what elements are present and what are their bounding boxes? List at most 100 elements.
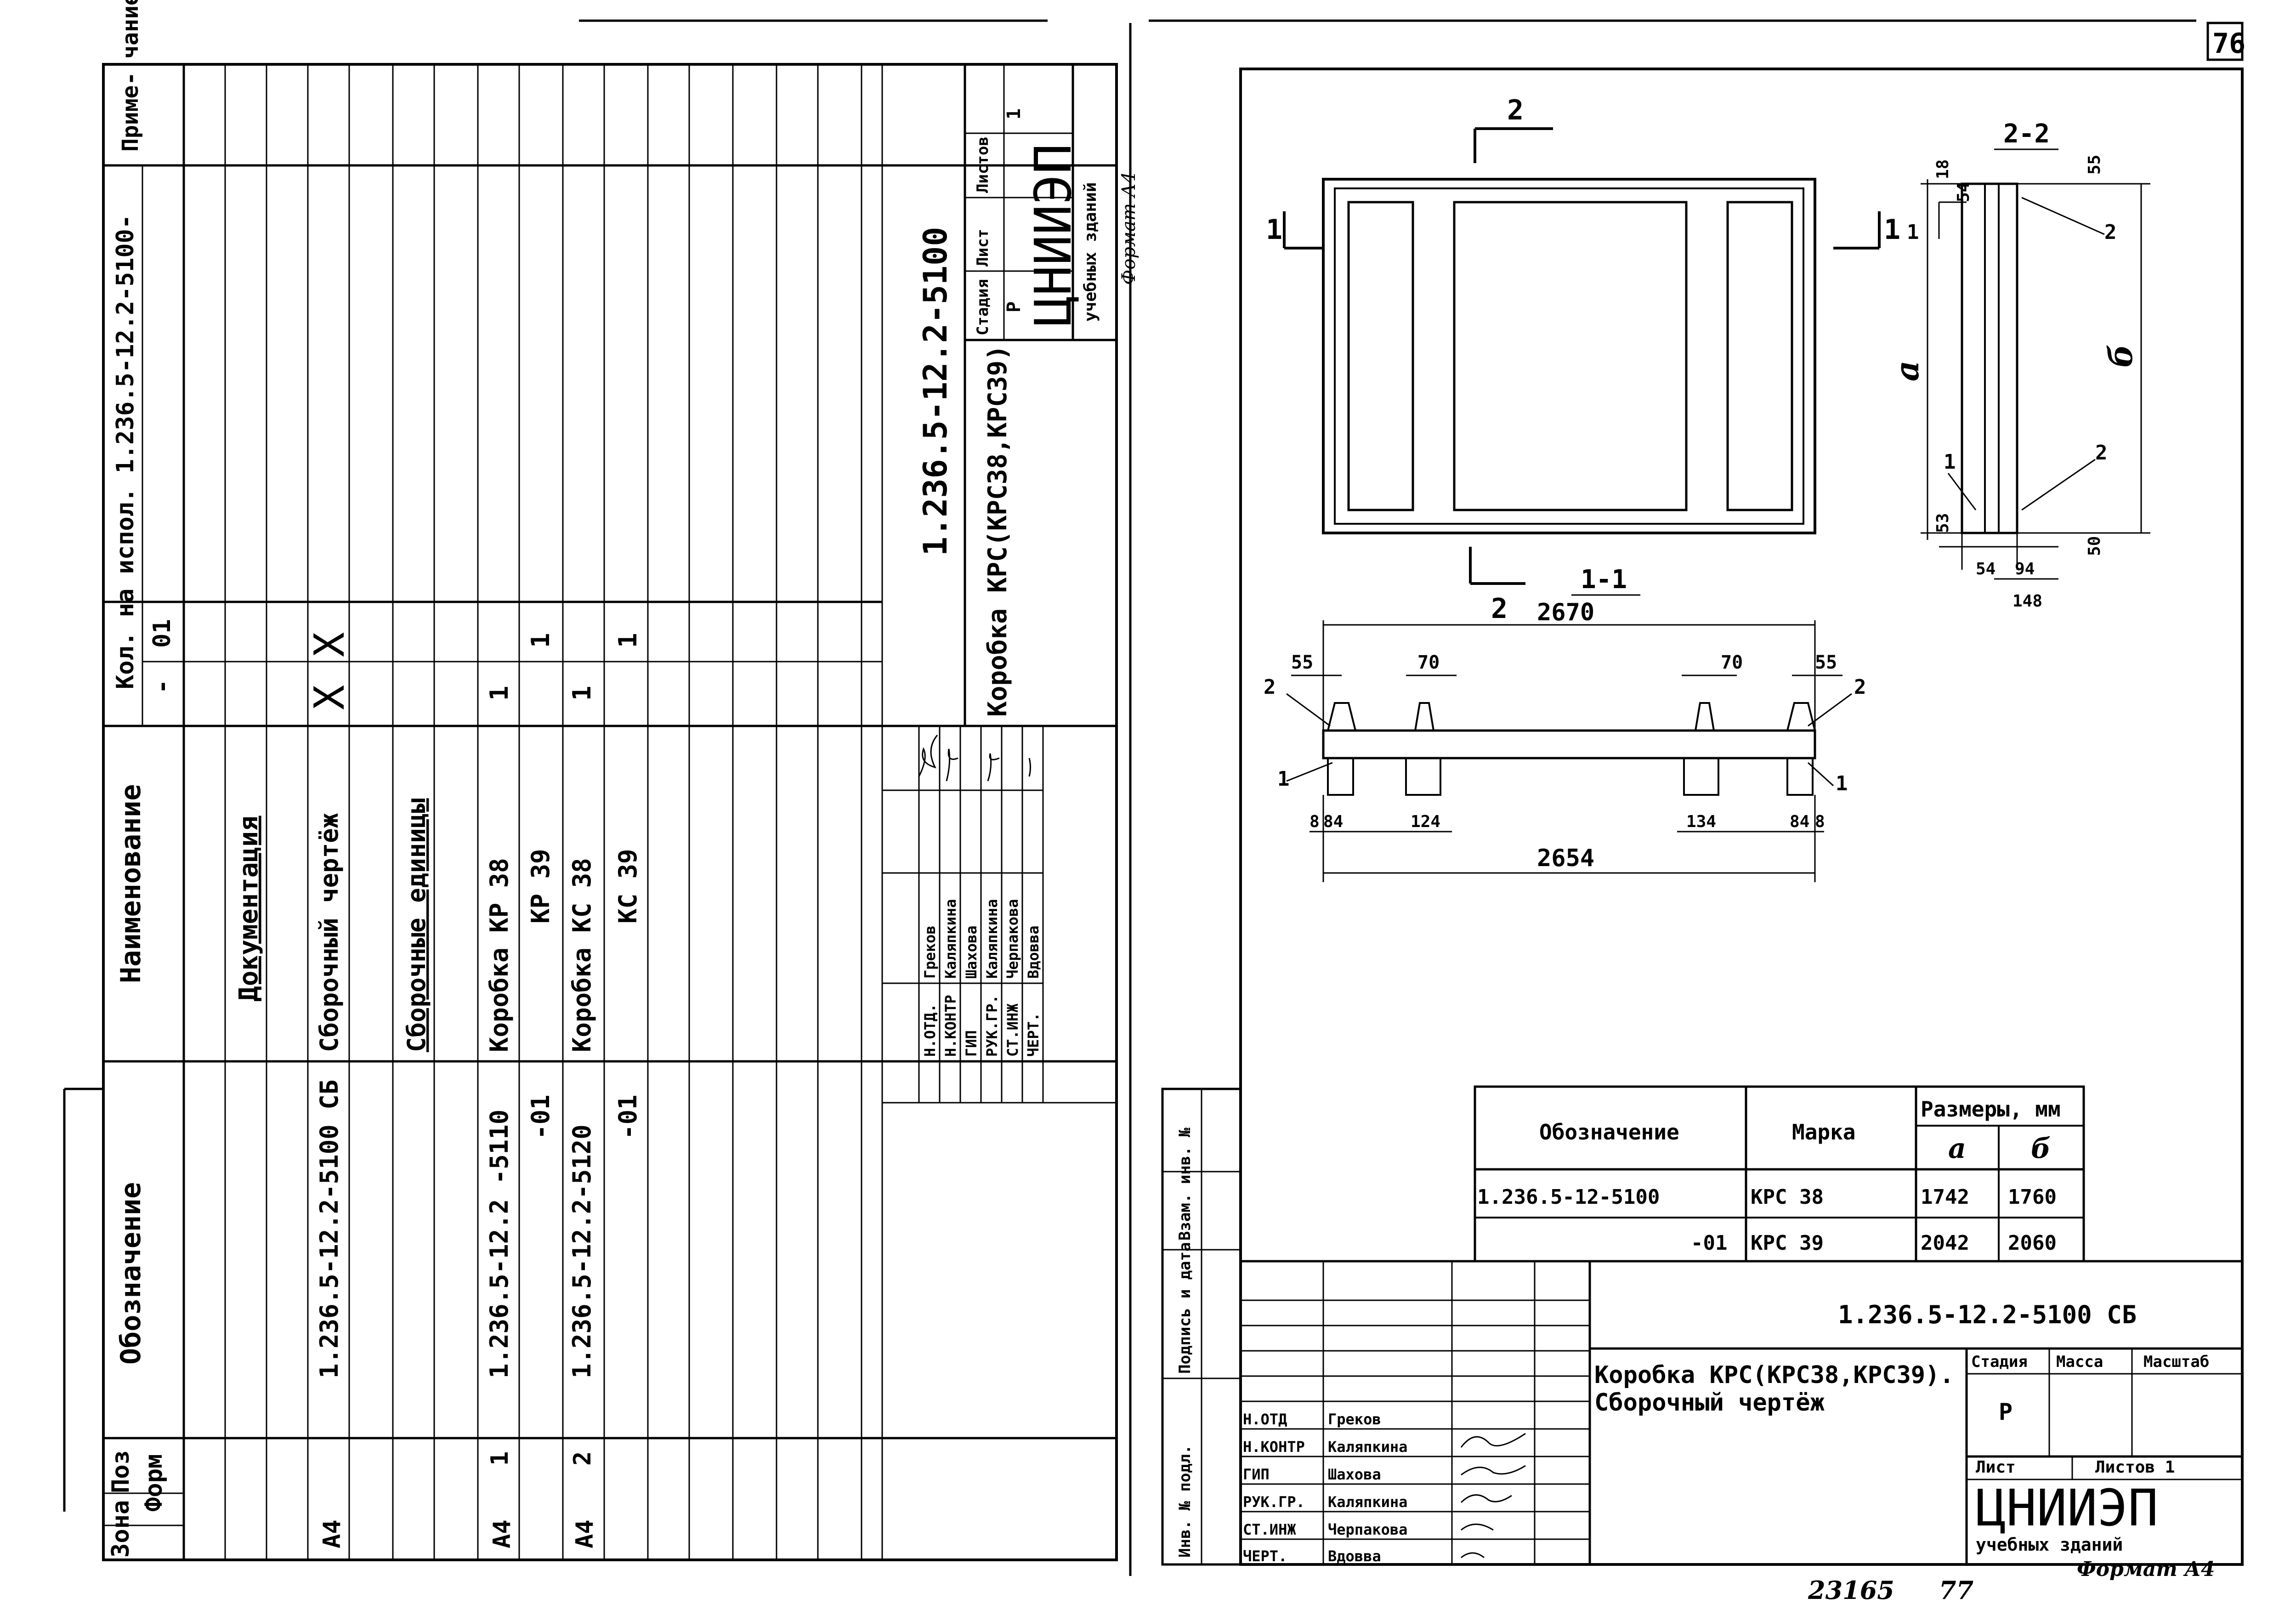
- stamp-signer-role-4: РУК.ГР.: [1243, 1493, 1305, 1511]
- row-ks39-designation: -01: [613, 1094, 642, 1139]
- stamp-org-sub: учебных зданий: [1976, 1535, 2123, 1555]
- header-zone: Зона: [107, 1500, 135, 1558]
- callout-2-bottom: 2: [2095, 441, 2108, 465]
- spec-stage-header: Стадия: [974, 279, 992, 335]
- row-kr38-format: А4: [488, 1519, 516, 1548]
- spec-signer-role-1: Н.ОТД.: [921, 1003, 939, 1057]
- specification-sheet: Форм Зона Поз Обозначение Наименование К…: [63, 0, 1139, 1561]
- page-number: 76: [2212, 28, 2245, 60]
- spec-org: ЦНИИЭП: [1024, 144, 1083, 326]
- stamp-signer-name-6: Вдовва: [1328, 1547, 1381, 1565]
- marks-table: Обозначение Марка Размеры, мм а б 1.236.…: [1474, 1085, 2085, 1263]
- side-label-inv: Инв. № подл.: [1176, 1445, 1194, 1558]
- header-format: Форм: [140, 1454, 168, 1512]
- stamp-signer-name-1: Греков: [1328, 1411, 1381, 1428]
- stamp-sheets-header: Листов 1: [2095, 1458, 2175, 1477]
- section-2-bottom: 2: [1491, 593, 1508, 625]
- signature-mark: [1461, 1552, 1485, 1558]
- spec-stage-value: Р: [1003, 301, 1025, 312]
- row-assembly-format: А4: [318, 1519, 346, 1548]
- dim-2654: 2654: [1537, 844, 1594, 872]
- marks-row2-b: 2060: [2008, 1231, 2057, 1255]
- marks-row2-mark: КРС 39: [1751, 1231, 1824, 1255]
- marks-row1-mark: КРС 38: [1751, 1185, 1824, 1209]
- signature-mark: [1461, 1524, 1494, 1531]
- spec-sheet-header: Лист: [974, 229, 992, 266]
- signature-mark: [1461, 1465, 1526, 1476]
- dim-a: а: [1888, 361, 1926, 381]
- stamp-signer-role-3: ГИП: [1243, 1466, 1270, 1483]
- spec-signer-name-5: Черпакова: [1004, 899, 1021, 979]
- stamp-org: ЦНИИЭП: [1976, 1479, 2158, 1537]
- signature-mark: [918, 735, 938, 777]
- signature-mark: [946, 748, 958, 782]
- header-qty: Кол. на испол. 1.236.5-12.2-5100-: [112, 215, 139, 689]
- marks-row1-a: 1742: [1921, 1185, 1969, 1209]
- stamp-signer-role-6: ЧЕРТ.: [1243, 1547, 1287, 1565]
- dim-b: б: [2102, 344, 2140, 368]
- spec-signer-role-4: РУК.ГР.: [983, 995, 1001, 1057]
- row-assembly-name: Сборочный чертёж: [315, 813, 344, 1052]
- stamp-signer-name-4: Каляпкина: [1328, 1493, 1407, 1511]
- row-kr39-name: КР 39: [526, 849, 555, 924]
- header-qty-col2: 01: [148, 619, 176, 648]
- signature-mark: [1460, 1494, 1512, 1503]
- dim-70-left: 70: [1417, 652, 1440, 673]
- marks-row2-a: 2042: [1921, 1231, 1969, 1255]
- stamp-signer-name-2: Каляпкина: [1328, 1438, 1407, 1456]
- stamp-stage-header: Стадия: [1971, 1353, 2028, 1371]
- stamp-signer-role-2: Н.КОНТР: [1243, 1438, 1305, 1456]
- header-name: Наименование: [115, 784, 147, 983]
- stamp-title-2: Сборочный чертёж: [1594, 1389, 1825, 1417]
- row-kr38-pos: 1: [486, 1451, 514, 1466]
- row-assembly-q2: X: [306, 632, 354, 657]
- stamp-mass-header: Масса: [2056, 1353, 2103, 1371]
- signature-mark: [987, 753, 1000, 782]
- dim-84-right: 84: [1790, 812, 1809, 831]
- spec-signer-role-2: Н.КОНТР: [942, 995, 959, 1057]
- row-kr38-name: Коробка КР 38: [485, 858, 514, 1052]
- row-ks38-designation: 1.236.5-12.2-5120: [567, 1124, 596, 1378]
- footer-number-1: 23165: [1808, 1575, 1894, 1605]
- spec-signer-role-6: ЧЕРТ.: [1025, 1013, 1042, 1057]
- marks-header-b: б: [2031, 1133, 2051, 1165]
- marks-header-mark: Марка: [1792, 1120, 1855, 1145]
- callout-1-top: 1: [1907, 221, 1919, 244]
- row-kr39-q2: 1: [526, 633, 555, 648]
- dim-54-bottom: 54: [1976, 560, 1996, 578]
- callout-2-top: 2: [2104, 221, 2117, 244]
- spec-signer-role-5: СТ.ИНЖ: [1004, 1003, 1021, 1057]
- header-designation: Обозначение: [115, 1182, 147, 1365]
- stamp-signer-role-1: Н.ОТД: [1243, 1411, 1287, 1428]
- stamp-signer-role-5: СТ.ИНЖ: [1243, 1521, 1296, 1538]
- stamp-scale-header: Масштаб: [2143, 1353, 2209, 1371]
- section-1-right: 1: [1884, 214, 1900, 246]
- row-kr38-designation: 1.236.5-12.2 -5110: [485, 1110, 514, 1378]
- spec-doc-code: 1.236.5-12.2-5100: [917, 227, 954, 556]
- footer-number-2: 77: [1939, 1575, 1973, 1605]
- spec-sheets-header: Листов: [974, 136, 992, 193]
- spec-frame: [102, 63, 1118, 1561]
- dim-55-right: 55: [1815, 652, 1837, 673]
- signature-mark: [1028, 758, 1031, 777]
- header-qty-col1: -: [148, 680, 176, 694]
- dim-94: 94: [2015, 560, 2035, 578]
- marks-header-sizes: Размеры, мм: [1921, 1097, 2061, 1122]
- callout-1-left: 1: [1277, 767, 1290, 791]
- spec-signer-name-2: Каляпкина: [942, 899, 959, 979]
- row-assembly-q1: X: [306, 685, 354, 710]
- dim-8-left: 8: [1310, 812, 1320, 831]
- spec-signer-name-1: Греков: [921, 925, 939, 979]
- marks-header-designation: Обозначение: [1539, 1120, 1679, 1145]
- stamp-signer-name-5: Черпакова: [1328, 1521, 1407, 1538]
- header-note: Приме- чание: [118, 0, 143, 152]
- spec-signer-name-6: Вдовва: [1025, 925, 1042, 979]
- dim-84-left: 84: [1323, 812, 1343, 831]
- stamp-title-1: Коробка КРС(КРС38,КРС39).: [1594, 1361, 1954, 1389]
- stamp-format-note: Формат А4: [2077, 1558, 2215, 1581]
- dim-148: 148: [2013, 592, 2042, 611]
- assembly-drawing: 76 Инв. № подл. Подпись и дата Взам. инв…: [1129, 22, 2245, 1605]
- section-1-left: 1: [1266, 214, 1282, 246]
- section-2-top: 2: [1507, 94, 1524, 126]
- section-22-label: 2-2: [2003, 119, 2050, 149]
